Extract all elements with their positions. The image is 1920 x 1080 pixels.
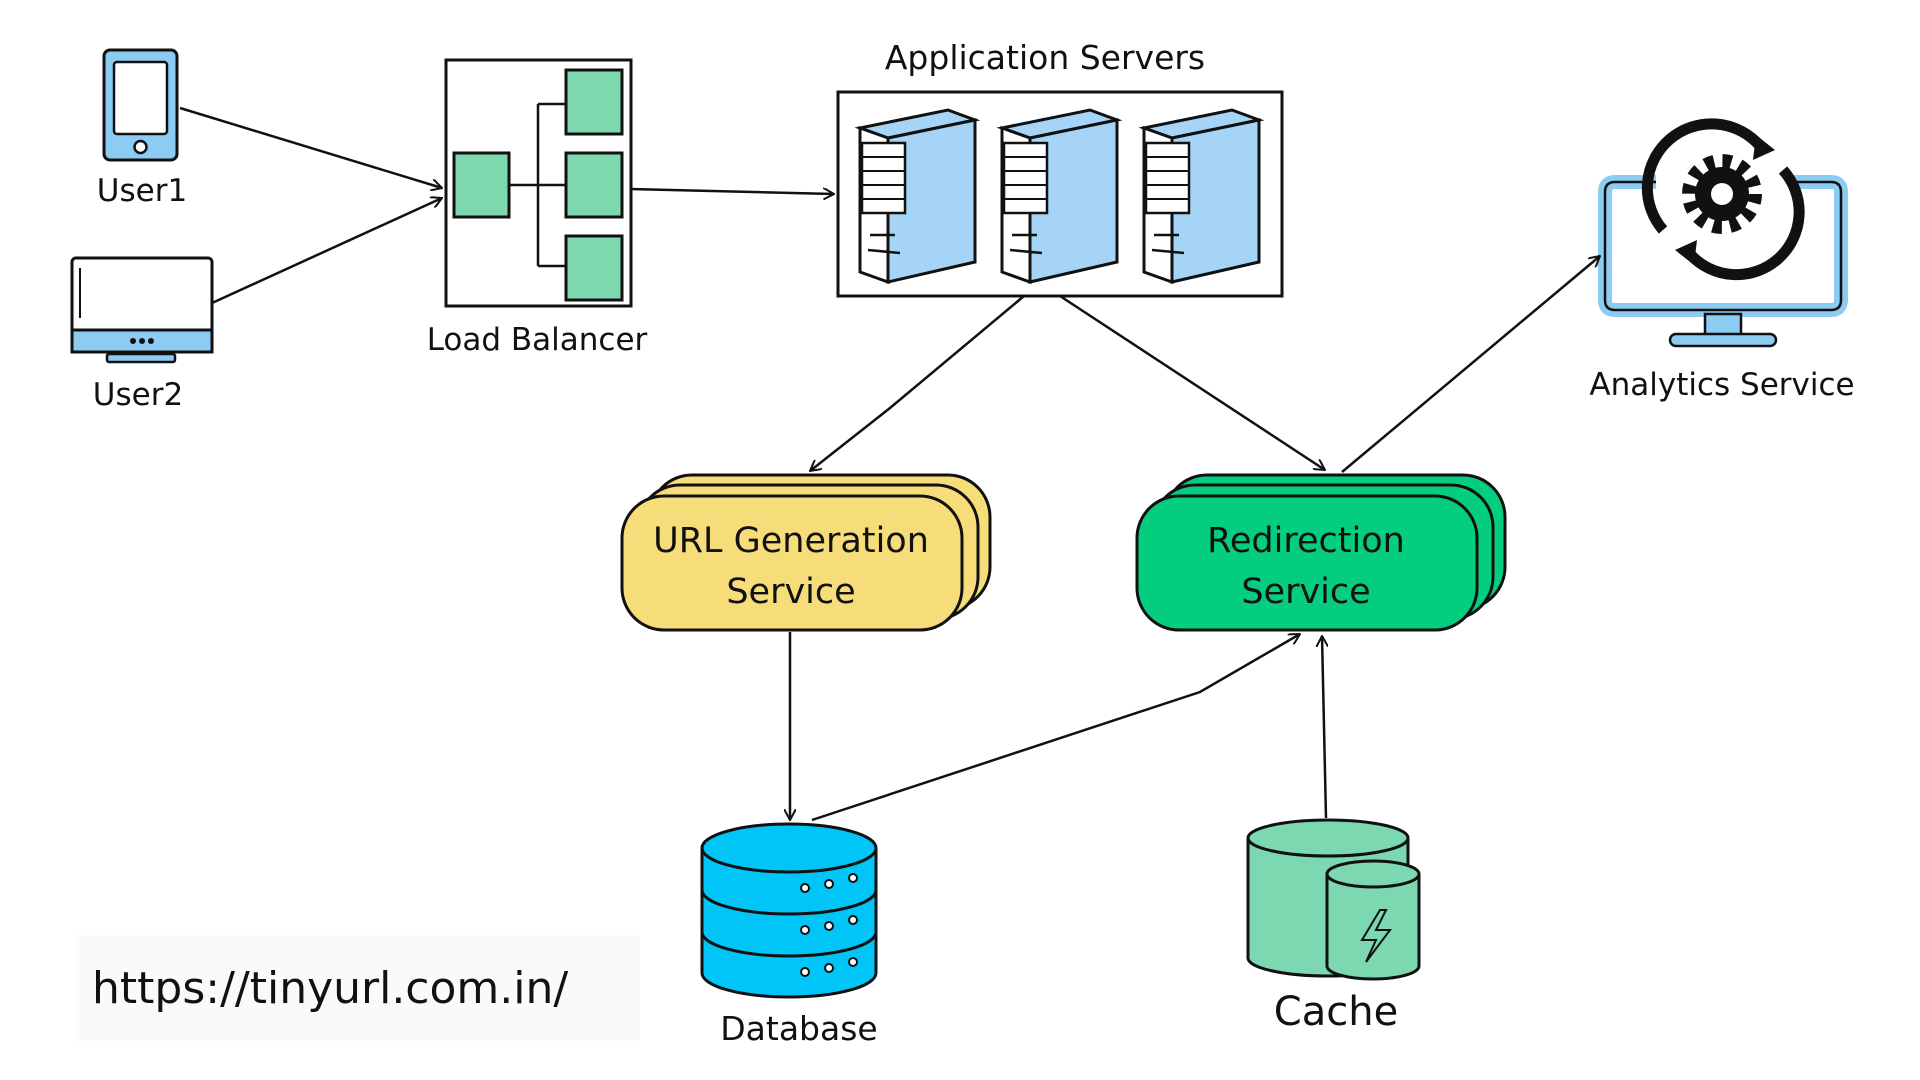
edge-redirect-to-analytics bbox=[1341, 256, 1600, 473]
analytics-label: Analytics Service bbox=[1589, 367, 1854, 403]
redirect-line2: Service bbox=[1241, 572, 1370, 612]
phone-icon bbox=[102, 48, 179, 162]
redirect-service-node: Redirection Service bbox=[1135, 473, 1507, 632]
user1-node: User1 bbox=[97, 48, 187, 209]
cache-label: Cache bbox=[1274, 989, 1398, 1035]
edge-app-servers-to-redirect bbox=[1059, 294, 1325, 470]
app-servers-node: Application Servers bbox=[836, 38, 1284, 298]
connectors bbox=[179, 106, 1600, 822]
server-tower-icon bbox=[1138, 108, 1265, 285]
url-caption[interactable]: https://tinyurl.com.in/ bbox=[92, 963, 568, 1014]
cache-lightning-icon bbox=[1246, 818, 1421, 981]
edge-user2-to-load-balancer bbox=[211, 198, 442, 305]
load-balancer-node: Load Balancer bbox=[427, 58, 648, 358]
load-balancer-label: Load Balancer bbox=[427, 322, 648, 358]
database-label: Database bbox=[720, 1009, 877, 1048]
load-balancer-icon bbox=[444, 58, 633, 308]
monitor-gear-sync-icon bbox=[1598, 118, 1848, 348]
url-gen-line2: Service bbox=[726, 572, 855, 612]
desktop-monitor-icon bbox=[70, 256, 214, 364]
edge-database-to-redirect bbox=[811, 632, 1300, 822]
edge-cache-to-redirect bbox=[1322, 636, 1326, 819]
user1-label: User1 bbox=[97, 173, 187, 209]
edge-app-servers-to-url-gen bbox=[810, 295, 1025, 471]
app-servers-label: Application Servers bbox=[885, 38, 1205, 77]
database-node: Database bbox=[700, 822, 878, 1048]
cache-node: Cache bbox=[1246, 818, 1421, 1035]
server-tower-icon bbox=[854, 108, 981, 285]
url-gen-line1: URL Generation bbox=[653, 521, 929, 561]
url-caption-panel bbox=[76, 935, 640, 1041]
edge-load-balancer-to-app-servers bbox=[631, 189, 834, 194]
user2-label: User2 bbox=[93, 377, 183, 413]
analytics-node: Analytics Service bbox=[1589, 118, 1855, 403]
user2-node: User2 bbox=[70, 256, 214, 413]
edge-user1-to-load-balancer bbox=[179, 106, 442, 188]
url-gen-service-node: URL Generation Service bbox=[620, 473, 992, 632]
redirect-line1: Redirection bbox=[1207, 521, 1405, 561]
server-tower-icon bbox=[996, 108, 1123, 285]
database-icon bbox=[700, 822, 878, 999]
